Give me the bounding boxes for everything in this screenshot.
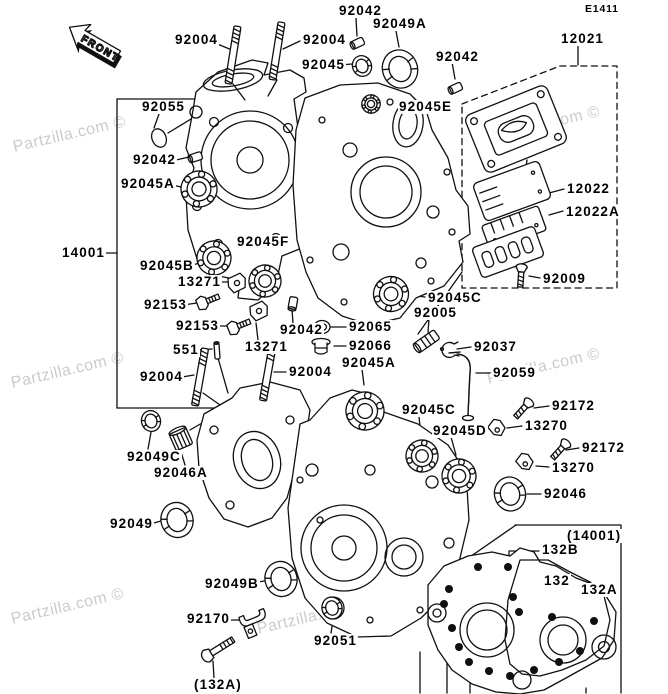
ring-92049c	[138, 407, 164, 435]
union-92005	[412, 330, 440, 354]
part-label-92172-1[interactable]: 92172	[551, 398, 597, 414]
part-label-132a-paren[interactable]: (132A)	[193, 677, 243, 693]
reed-screw-92009	[514, 262, 528, 289]
fitting-13270-1	[486, 417, 507, 438]
part-label-92042-1[interactable]: 92042	[338, 3, 384, 19]
fitting-13270-2	[514, 451, 535, 472]
part-label-92046a[interactable]: 92046A	[153, 465, 209, 481]
part-label-92153-1[interactable]: 92153	[143, 297, 189, 313]
plug-92066	[312, 339, 330, 355]
part-label-92042-3[interactable]: 92042	[132, 152, 178, 168]
seal-92046	[489, 472, 531, 516]
part-label-92049[interactable]: 92049	[109, 516, 155, 532]
reed-valve-kit-box	[462, 66, 617, 288]
part-label-92009[interactable]: 92009	[542, 271, 588, 287]
part-label-92045d[interactable]: 92045D	[432, 423, 488, 439]
seal-92049	[155, 497, 199, 543]
part-label-92045f[interactable]: 92045F	[236, 234, 291, 250]
hose-92059	[449, 352, 474, 421]
seal-92045	[348, 52, 376, 80]
part-label-92037[interactable]: 92037	[473, 339, 519, 355]
part-label-92049a[interactable]: 92049A	[372, 16, 428, 32]
part-label-92059[interactable]: 92059	[492, 365, 538, 381]
part-label-12022[interactable]: 12022	[566, 181, 612, 197]
screw-92153-2	[225, 314, 254, 338]
part-label-14001[interactable]: 14001	[61, 245, 107, 261]
part-label-92004-2[interactable]: 92004	[302, 32, 348, 48]
part-label-92004-4[interactable]: 92004	[288, 364, 334, 380]
part-label-551[interactable]: 551	[172, 342, 200, 358]
screw-92153-1	[194, 289, 223, 313]
part-label-92045b[interactable]: 92045B	[139, 258, 195, 274]
crankcase-lower-left-half	[197, 382, 310, 527]
part-label-12021[interactable]: 12021	[560, 31, 606, 47]
part-label-14001-paren[interactable]: (14001)	[566, 528, 623, 544]
part-label-132b[interactable]: 132B	[541, 542, 580, 558]
pin-92042-2	[446, 81, 464, 96]
part-label-12022a[interactable]: 12022A	[565, 204, 621, 220]
part-label-92172-2[interactable]: 92172	[581, 440, 627, 456]
pin-92042-1	[348, 36, 366, 51]
part-label-92066[interactable]: 92066	[348, 338, 394, 354]
part-label-92045[interactable]: 92045	[301, 57, 347, 73]
pin-551	[214, 342, 220, 360]
reed-valve-holder	[464, 84, 569, 174]
part-label-92045a-1[interactable]: 92045A	[120, 176, 176, 192]
part-label-132a[interactable]: 132A	[580, 582, 619, 598]
reed-stopper-plate	[472, 226, 545, 279]
part-label-92004-1[interactable]: 92004	[174, 32, 220, 48]
part-label-13270-2[interactable]: 13270	[551, 460, 597, 476]
part-label-92045c-2[interactable]: 92045C	[401, 402, 457, 418]
part-label-92042-4[interactable]: 92042	[279, 322, 325, 338]
part-label-92055[interactable]: 92055	[141, 99, 187, 115]
clamp-92170	[239, 608, 272, 639]
bolt-132a	[199, 634, 236, 664]
part-label-92004-3[interactable]: 92004	[139, 369, 185, 385]
part-label-92005[interactable]: 92005	[413, 305, 459, 321]
part-label-92045a-2[interactable]: 92045A	[341, 355, 397, 371]
part-label-13270-1[interactable]: 13270	[524, 418, 570, 434]
page-code: E1411	[584, 3, 620, 16]
part-label-92049b[interactable]: 92049B	[204, 576, 260, 592]
part-label-92051[interactable]: 92051	[313, 633, 359, 649]
plug-92046a	[168, 424, 193, 451]
part-label-13271-1[interactable]: 13271	[177, 274, 223, 290]
parts	[138, 21, 573, 664]
part-label-92046[interactable]: 92046	[543, 486, 589, 502]
part-label-92153-2[interactable]: 92153	[175, 318, 221, 334]
reed-plate-12022	[472, 160, 551, 222]
part-label-92065[interactable]: 92065	[348, 319, 394, 335]
part-label-132[interactable]: 132	[543, 573, 571, 589]
oring-92055	[149, 127, 169, 150]
crankcase-upper-right-half	[293, 83, 470, 325]
crankcase-detail-view	[428, 548, 616, 694]
part-label-92170[interactable]: 92170	[186, 611, 232, 627]
part-label-92042-2[interactable]: 92042	[435, 49, 481, 65]
pin-92042-4	[287, 295, 299, 313]
part-label-13271-2[interactable]: 13271	[244, 339, 290, 355]
bracket-13271-2	[247, 299, 271, 323]
part-label-92045c-1[interactable]: 92045C	[427, 290, 483, 306]
clamp-92037	[441, 342, 460, 357]
part-label-92049c[interactable]: 92049C	[126, 449, 182, 465]
part-label-92045e[interactable]: 92045E	[398, 99, 454, 115]
bolt-hole-markers	[440, 563, 598, 680]
front-arrow-icon: FRONT	[61, 16, 122, 69]
